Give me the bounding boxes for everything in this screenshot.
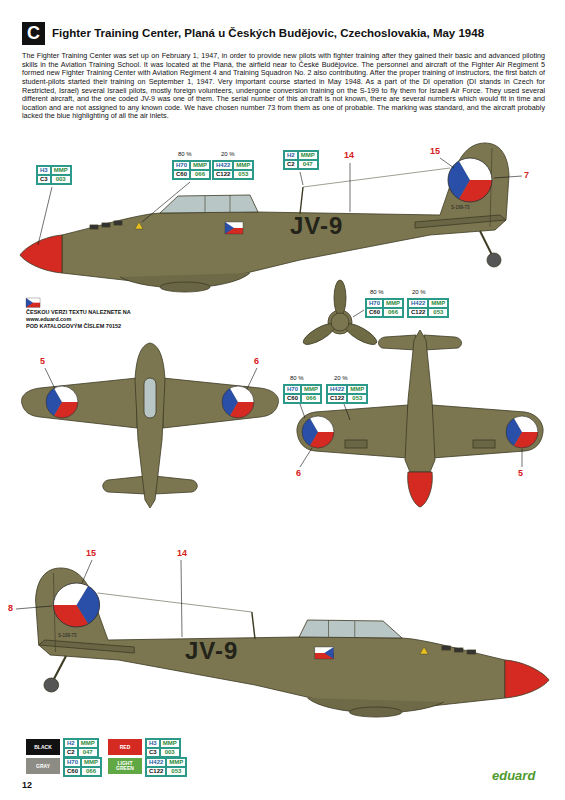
legend-swatch: BLACK	[26, 739, 60, 755]
color-code-box: H2MMPC2047	[63, 738, 99, 758]
callout-number: 6	[296, 468, 301, 478]
color-code-box: H422MMPC122053	[212, 160, 254, 180]
paint-code: C3	[37, 175, 51, 184]
paint-code: H3	[146, 739, 160, 748]
color-code-box: H70MMPC60066	[172, 160, 211, 180]
mix-percent: 20 %	[221, 151, 235, 157]
paint-code: C122	[213, 170, 233, 179]
paint-code: MMP	[78, 739, 98, 748]
paint-code: C122	[327, 394, 347, 403]
aircraft-code: JV-9	[185, 637, 238, 665]
paint-code: H422	[327, 385, 347, 394]
brand-logo: eduard	[492, 768, 535, 783]
paint-code: C60	[366, 308, 383, 317]
callout-number: 14	[177, 548, 187, 558]
color-code-box: H3MMPC3003	[36, 165, 72, 185]
callout-number: 14	[344, 150, 354, 160]
legend-text: BLACK	[34, 745, 52, 750]
color-code-box: H3MMPC3003	[145, 738, 181, 758]
paint-code: C60	[284, 394, 301, 403]
paint-code: 066	[383, 308, 403, 317]
color-code-box: H70MMPC60066	[283, 384, 322, 404]
legend-swatch: LIGHT GREEN	[108, 758, 142, 774]
callout-number: 6	[254, 356, 259, 366]
paint-code: H422	[146, 758, 166, 767]
color-code-box: H422MMPC122053	[326, 384, 368, 404]
paint-code: H70	[173, 161, 190, 170]
paint-code: 066	[190, 170, 210, 179]
paint-code: MMP	[190, 161, 210, 170]
paint-code: MMP	[301, 385, 321, 394]
description-text: The Fighter Training Center was set up o…	[22, 52, 545, 121]
paint-code: C2	[284, 160, 298, 169]
color-code-box: H422MMPC122053	[407, 298, 449, 318]
paint-code: 053	[428, 308, 448, 317]
callout-number: 8	[8, 603, 13, 613]
mix-percent: 80 %	[370, 289, 384, 295]
serial-marking: S-199-73	[451, 205, 470, 210]
aircraft-code: JV-9	[290, 212, 343, 240]
paint-code: MMP	[428, 299, 448, 308]
callout-number: 7	[524, 170, 529, 180]
paint-code: MMP	[166, 758, 186, 767]
legend-swatch: RED	[108, 739, 142, 755]
paint-code: 047	[78, 748, 98, 757]
color-code-box: H70MMPC60066	[63, 757, 102, 777]
paint-code: 053	[347, 394, 367, 403]
callout-number: 15	[86, 548, 96, 558]
mix-percent: 80 %	[178, 151, 192, 157]
callout-number: 15	[430, 146, 440, 156]
paint-code: MMP	[383, 299, 403, 308]
czech-note: ČESKOU VERZI TEXTU NALEZNETE NA	[26, 309, 131, 315]
mix-percent: 80 %	[290, 375, 304, 381]
paint-code: MMP	[347, 385, 367, 394]
paint-code: H70	[284, 385, 301, 394]
paint-code: MMP	[160, 739, 180, 748]
paint-code: 066	[81, 767, 101, 776]
legend-text: LIGHT GREEN	[108, 761, 142, 771]
paint-code: C60	[173, 170, 190, 179]
paint-code: C122	[146, 767, 166, 776]
paint-code: C3	[146, 748, 160, 757]
paint-code: 053	[233, 170, 253, 179]
legend-text: RED	[120, 745, 131, 750]
paint-code: C122	[408, 308, 428, 317]
paint-code: 003	[160, 748, 180, 757]
czech-note: POD KATALOGOVÝM ČÍSLEM 70152	[26, 323, 121, 329]
czech-note: www.eduard.com	[26, 316, 71, 322]
color-code-box: H2MMPC2047	[283, 150, 319, 170]
badge-letter: C	[27, 23, 40, 44]
callout-number: 5	[518, 468, 523, 478]
legend-swatch: GRAY	[26, 758, 60, 774]
color-code-box: H70MMPC60066	[365, 298, 404, 318]
callout-number: 5	[40, 356, 45, 366]
paint-code: MMP	[233, 161, 253, 170]
paint-code: 053	[166, 767, 186, 776]
mix-percent: 20 %	[334, 375, 348, 381]
paint-code: H2	[64, 739, 78, 748]
paint-code: C60	[64, 767, 81, 776]
paint-code: H70	[366, 299, 383, 308]
paint-code: H422	[408, 299, 428, 308]
legend-text: GRAY	[36, 764, 50, 769]
paint-code: H2	[284, 151, 298, 160]
paint-code: C2	[64, 748, 78, 757]
page-title: Fighter Training Center, Planá u Českých…	[52, 27, 484, 39]
paint-code: 047	[298, 160, 318, 169]
paint-code: H70	[64, 758, 81, 767]
section-badge: C	[22, 22, 45, 45]
paint-code: MMP	[298, 151, 318, 160]
page-number: 12	[22, 780, 32, 790]
paint-code: MMP	[81, 758, 101, 767]
paint-code: H422	[213, 161, 233, 170]
paint-code: 003	[51, 175, 71, 184]
serial-marking: S-199-73	[58, 633, 77, 638]
mix-percent: 20 %	[412, 289, 426, 295]
color-code-box: H422MMPC122053	[145, 757, 187, 777]
paint-code: MMP	[51, 166, 71, 175]
paint-code: H3	[37, 166, 51, 175]
paint-code: 066	[301, 394, 321, 403]
